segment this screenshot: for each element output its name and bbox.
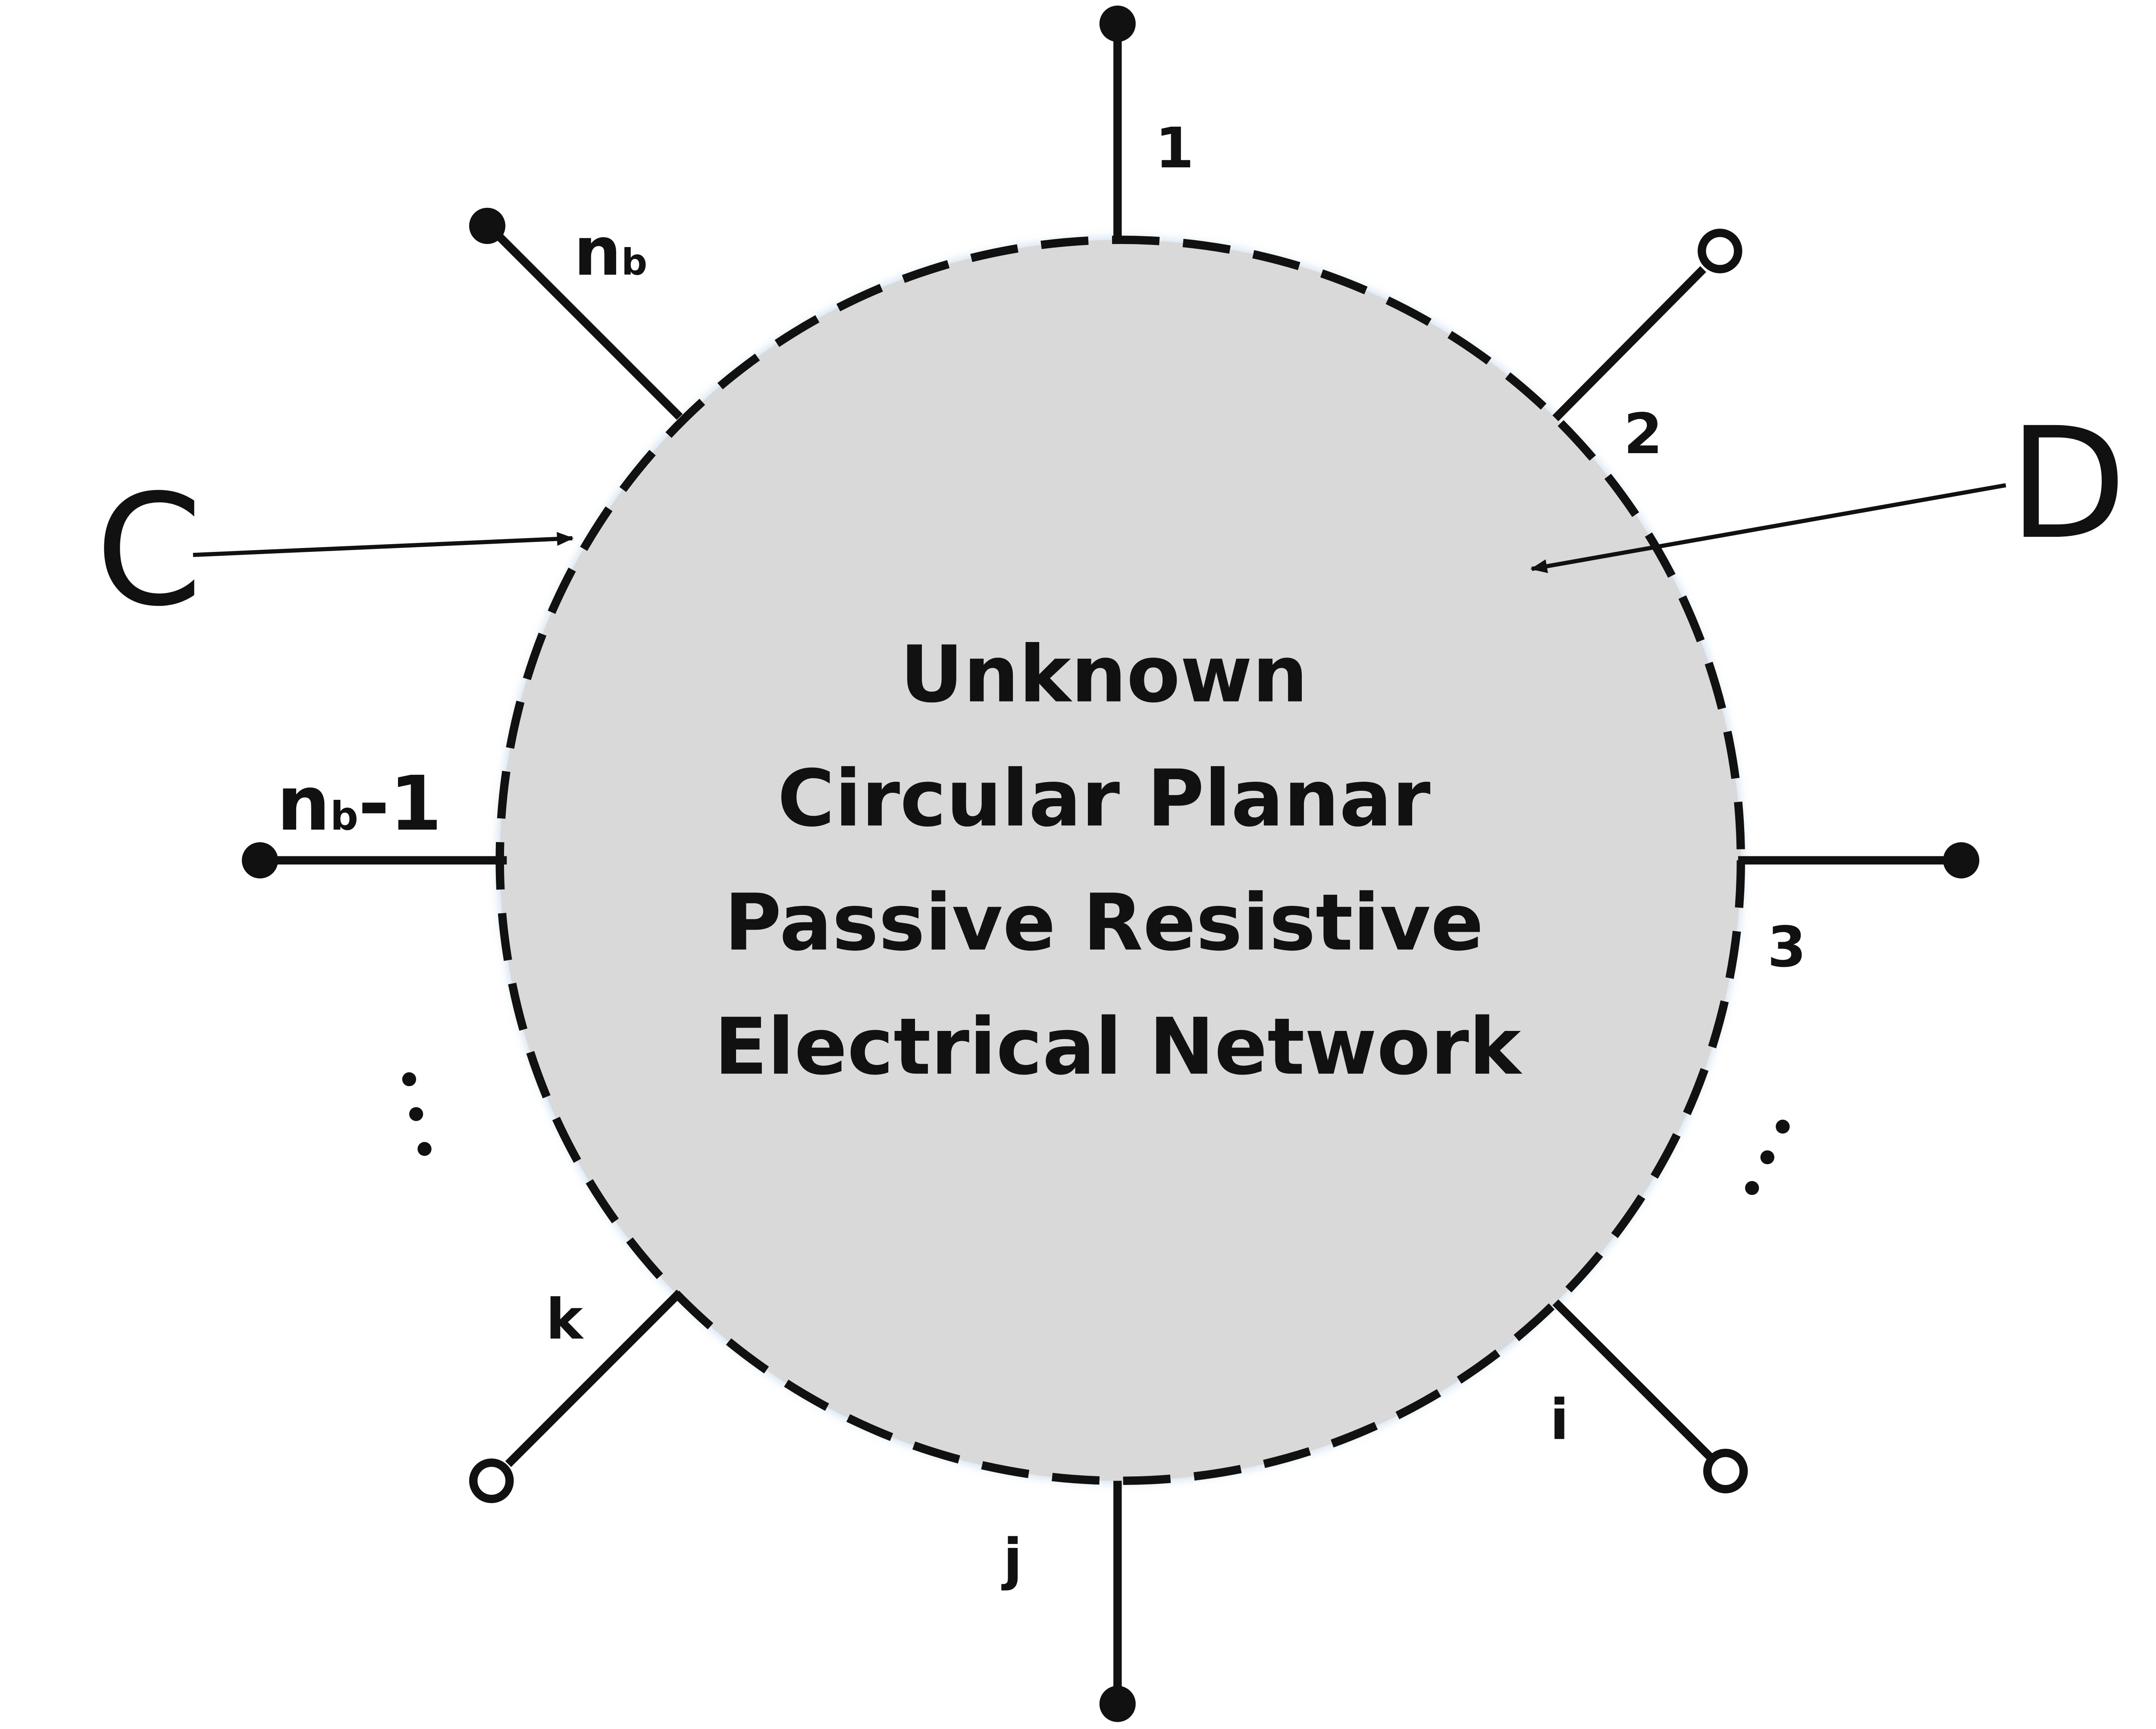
network-title: Unknown Circular Planar Passive Resistiv… [714, 629, 1522, 1092]
network-fill [500, 240, 1741, 1481]
ellipsis-right [1745, 1119, 1790, 1195]
title-line-1: Unknown [900, 629, 1308, 720]
callout-c-label: C [95, 461, 202, 640]
terminal-nb-1-node[interactable] [241, 842, 278, 879]
terminal-2-node[interactable] [1698, 229, 1742, 273]
terminal-i-lead [1552, 1299, 1713, 1460]
terminal-1-node[interactable] [1099, 5, 1136, 42]
terminal-3-node[interactable] [1943, 842, 1980, 879]
terminal-nb-label: nb [574, 213, 648, 291]
terminal-2-label: 2 [1624, 401, 1663, 467]
title-line-4: Electrical Network [714, 1001, 1522, 1092]
terminal-3-label: 3 [1767, 915, 1806, 980]
title-line-2: Circular Planar [777, 753, 1431, 844]
network-circle [495, 235, 1745, 1485]
terminal-k-node[interactable] [469, 1458, 514, 1503]
terminal-j-label: j [1001, 1527, 1022, 1592]
terminal-j-node[interactable] [1099, 1685, 1136, 1722]
terminal-1-label: 1 [1155, 116, 1194, 181]
terminal-nb-1-label: nb-1 [277, 760, 442, 848]
terminal-k-label: k [546, 1287, 584, 1352]
terminal-2-lead [1552, 266, 1706, 421]
callout-c-arrow [193, 532, 574, 557]
title-line-3: Passive Resistive [724, 877, 1484, 968]
terminal-nb-node[interactable] [469, 207, 506, 244]
terminal-i-node[interactable] [1703, 1448, 1748, 1494]
callout-d-arrow [1530, 483, 2006, 573]
ellipsis-left [402, 1072, 432, 1156]
terminal-nb-lead [487, 224, 683, 420]
terminal-k-lead [505, 1289, 683, 1467]
callout-d-label: D [2009, 395, 2127, 573]
terminal-i-label: i [1550, 1387, 1569, 1452]
